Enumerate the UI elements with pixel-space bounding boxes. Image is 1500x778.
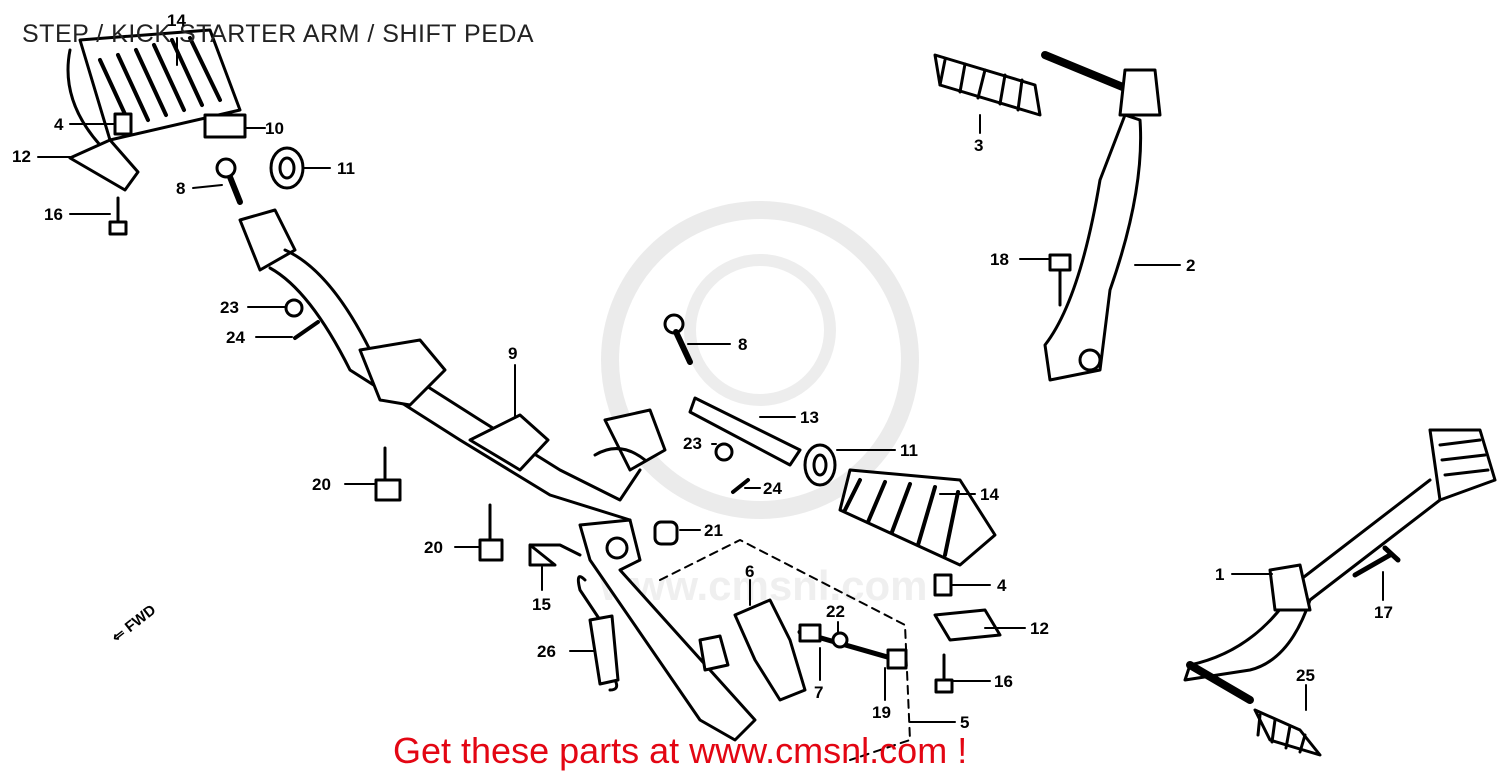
callout-16-right: 16 bbox=[994, 672, 1013, 691]
callout-17: 17 bbox=[1374, 603, 1393, 622]
callout-1: 1 bbox=[1215, 565, 1225, 584]
pedal-rubber-25 bbox=[1253, 708, 1322, 757]
callout-14-right: 14 bbox=[980, 485, 999, 504]
callout-6: 6 bbox=[745, 562, 755, 581]
pin-24-mid bbox=[731, 478, 750, 494]
bolt-16-right bbox=[934, 653, 954, 694]
callout-20-upper: 20 bbox=[312, 475, 331, 494]
callout-4-left: 4 bbox=[54, 115, 64, 134]
side-stand bbox=[578, 518, 757, 742]
callout-16-left: 16 bbox=[44, 205, 63, 224]
callout-18: 18 bbox=[990, 250, 1009, 269]
bolt-16-left bbox=[108, 196, 128, 236]
page-title: STEP / KICK STARTER ARM / SHIFT PEDA bbox=[22, 20, 535, 48]
callout-10: 10 bbox=[265, 119, 284, 138]
callout-11-mid: 11 bbox=[900, 441, 918, 460]
callout-14-left: 14 bbox=[167, 11, 186, 30]
callout-2: 2 bbox=[1186, 256, 1196, 275]
callout-12-right: 12 bbox=[1030, 619, 1049, 638]
callout-21: 21 bbox=[704, 521, 723, 540]
footpeg-rubber-right bbox=[838, 468, 997, 567]
pivot-bolt-15 bbox=[528, 543, 582, 567]
pedal-1 bbox=[1183, 428, 1497, 704]
washer-11-mid bbox=[803, 443, 837, 487]
pin-8-left-head bbox=[215, 157, 237, 179]
watermark-logo: www.cmsnl.com bbox=[599, 201, 928, 609]
callout-23-mid: 23 bbox=[683, 434, 702, 453]
stopper-6 bbox=[733, 598, 807, 702]
callout-3: 3 bbox=[974, 136, 984, 155]
bolt-20-lower bbox=[478, 503, 504, 562]
callout-22: 22 bbox=[826, 602, 845, 621]
callout-19: 19 bbox=[872, 703, 891, 722]
callout-23-left: 23 bbox=[220, 298, 239, 317]
bracket-12-left bbox=[68, 138, 140, 192]
collar-4-right bbox=[933, 573, 953, 597]
bolt-18 bbox=[1048, 253, 1072, 307]
callout-5: 5 bbox=[960, 713, 970, 732]
nut-23-mid bbox=[714, 442, 734, 462]
callout-24-left: 24 bbox=[226, 328, 245, 347]
leader-dashed bbox=[659, 539, 911, 761]
watermark-text: www.cmsnl.com bbox=[599, 562, 928, 609]
callout-26: 26 bbox=[537, 642, 556, 661]
callout-9: 9 bbox=[508, 344, 518, 363]
callout-8-mid: 8 bbox=[738, 335, 748, 354]
bolt-17 bbox=[1352, 545, 1401, 578]
nut-23-left bbox=[284, 298, 304, 318]
footer-link-text[interactable]: Get these parts at www.cmsnl.com ! bbox=[393, 730, 968, 771]
pin-24-left bbox=[293, 320, 320, 340]
callout-15: 15 bbox=[532, 595, 551, 614]
callout-7: 7 bbox=[814, 683, 824, 702]
callout-8-left: 8 bbox=[176, 179, 186, 198]
kick-rubber bbox=[933, 53, 1042, 117]
collar-4-left bbox=[113, 112, 133, 136]
callout-12-left: 12 bbox=[12, 147, 31, 166]
washer-22 bbox=[831, 631, 849, 649]
callout-25: 25 bbox=[1296, 666, 1315, 685]
callout-20-lower: 20 bbox=[424, 538, 443, 557]
footpeg-bar bbox=[238, 208, 667, 522]
leader-lines bbox=[37, 37, 1384, 723]
bolt-20-upper bbox=[374, 446, 402, 502]
collar-21 bbox=[653, 520, 679, 546]
callout-4-right: 4 bbox=[997, 576, 1007, 595]
bracket-12-right bbox=[933, 608, 1002, 642]
callout-11-left: 11 bbox=[337, 159, 355, 178]
callout-24-mid: 24 bbox=[763, 479, 782, 498]
washer-11-left bbox=[269, 146, 305, 190]
callout-13: 13 bbox=[800, 408, 819, 427]
kick-starter-arm bbox=[1041, 51, 1162, 382]
link-13 bbox=[688, 396, 802, 467]
